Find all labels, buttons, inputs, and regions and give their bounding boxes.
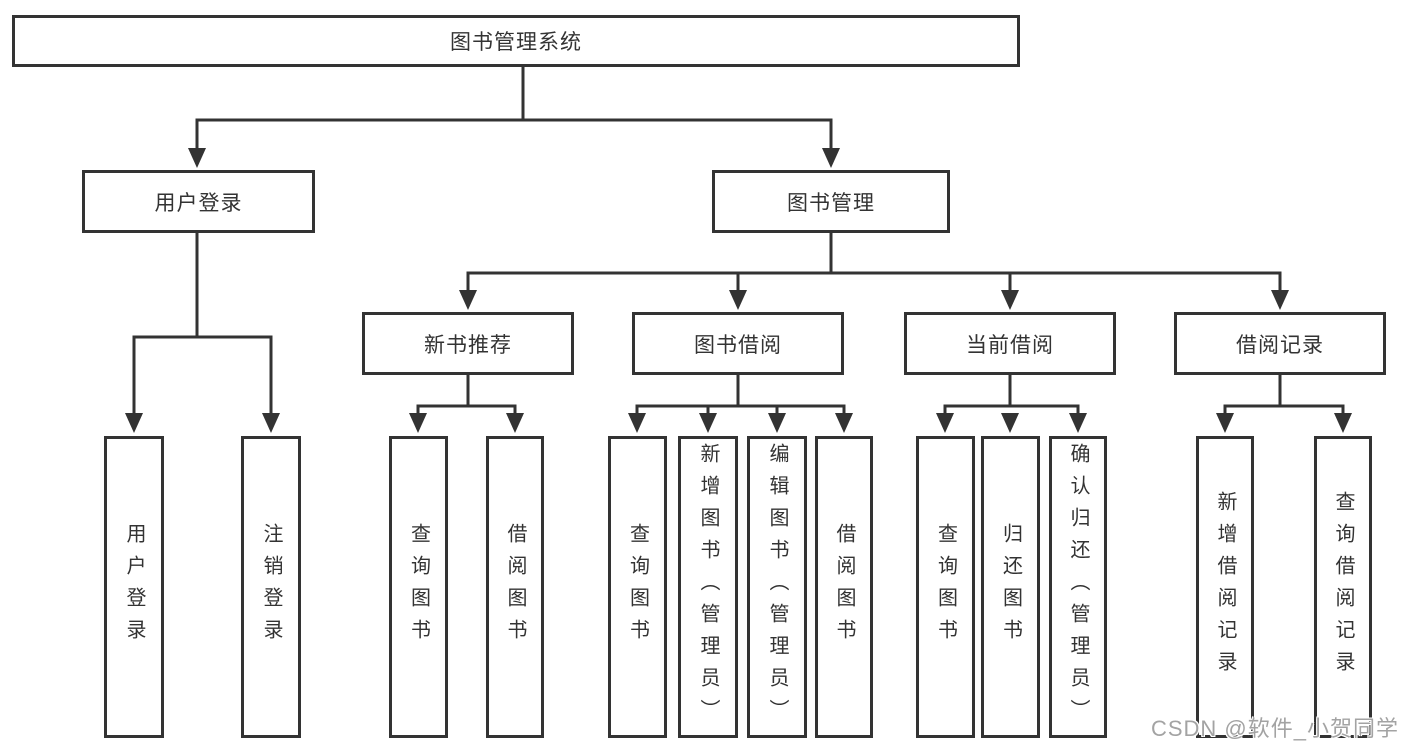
leaf-query-books-borrowing-label: 查询图书 — [626, 523, 649, 651]
leaf-add-borrow-record-label: 新增借阅记录 — [1214, 491, 1236, 683]
node-root: 图书管理系统 — [12, 15, 1020, 67]
leaf-query-borrow-record: 查询借阅记录 — [1314, 436, 1372, 738]
leaf-add-book-admin: 新增图书（管理员） — [678, 436, 738, 738]
leaf-return-books: 归还图书 — [981, 436, 1040, 738]
leaf-edit-book-admin-label: 编辑图书（管理员） — [766, 443, 788, 731]
node-book-borrowing-label: 图书借阅 — [694, 333, 782, 357]
leaf-edit-book-admin: 编辑图书（管理员） — [747, 436, 807, 738]
node-current-borrowing-label: 当前借阅 — [966, 333, 1054, 357]
leaf-query-books-recommend-label: 查询图书 — [407, 523, 430, 651]
leaf-user-login: 用户登录 — [104, 436, 164, 738]
node-new-book-recommend-label: 新书推荐 — [424, 333, 512, 357]
csdn-watermark: CSDN @软件_小贺同学 — [1150, 716, 1399, 741]
leaf-query-books-current: 查询图书 — [916, 436, 975, 738]
node-new-book-recommend: 新书推荐 — [362, 312, 574, 375]
node-user-login-label: 用户登录 — [154, 191, 243, 215]
leaf-logout: 注销登录 — [241, 436, 301, 738]
node-book-borrowing: 图书借阅 — [632, 312, 844, 375]
leaf-query-books-recommend: 查询图书 — [389, 436, 448, 738]
leaf-borrow-books-recommend-label: 借阅图书 — [504, 523, 526, 651]
leaf-query-borrow-record-label: 查询借阅记录 — [1332, 491, 1354, 683]
leaf-borrow-books-borrowing: 借阅图书 — [815, 436, 873, 738]
leaf-return-books-label: 归还图书 — [999, 523, 1022, 651]
leaf-confirm-return-admin: 确认归还（管理员） — [1049, 436, 1107, 738]
node-borrowing-records: 借阅记录 — [1174, 312, 1386, 375]
node-current-borrowing: 当前借阅 — [904, 312, 1116, 375]
leaf-user-login-label: 用户登录 — [123, 523, 145, 651]
leaf-query-books-current-label: 查询图书 — [934, 523, 957, 651]
leaf-add-borrow-record: 新增借阅记录 — [1196, 436, 1254, 738]
leaf-borrow-books-recommend: 借阅图书 — [486, 436, 544, 738]
leaf-query-books-borrowing: 查询图书 — [608, 436, 667, 738]
leaf-logout-label: 注销登录 — [260, 523, 282, 651]
node-root-label: 图书管理系统 — [450, 31, 582, 54]
node-book-management: 图书管理 — [712, 170, 950, 233]
node-borrowing-records-label: 借阅记录 — [1236, 333, 1324, 357]
node-user-login: 用户登录 — [82, 170, 315, 233]
leaf-confirm-return-admin-label: 确认归还（管理员） — [1067, 443, 1089, 731]
leaf-borrow-books-borrowing-label: 借阅图书 — [833, 523, 855, 651]
node-book-management-label: 图书管理 — [787, 191, 875, 215]
leaf-add-book-admin-label: 新增图书（管理员） — [697, 443, 719, 731]
